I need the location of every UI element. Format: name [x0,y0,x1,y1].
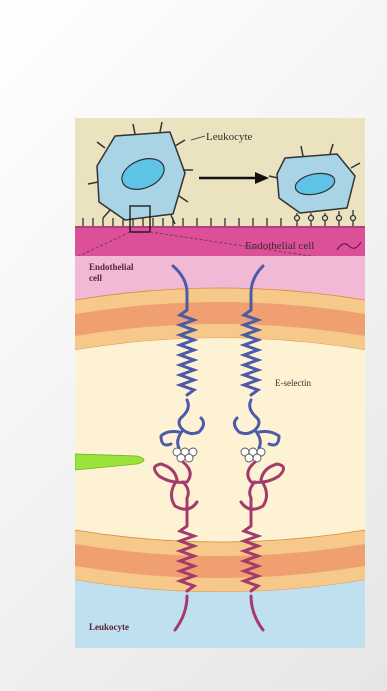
leukocyte-label-top: Leukocyte [206,131,253,143]
endothelium-band [75,226,365,256]
endothelial-cell-band-label: Endothelial cell [245,240,314,252]
e-selectin-label: E-selectin [275,378,311,388]
intercellular-space [75,338,365,542]
selectin-adhesion-figure: Leukocyte Endothelial cell Endothelial c… [75,118,365,648]
leukocyte-region-label: Leukocyte [89,622,129,632]
